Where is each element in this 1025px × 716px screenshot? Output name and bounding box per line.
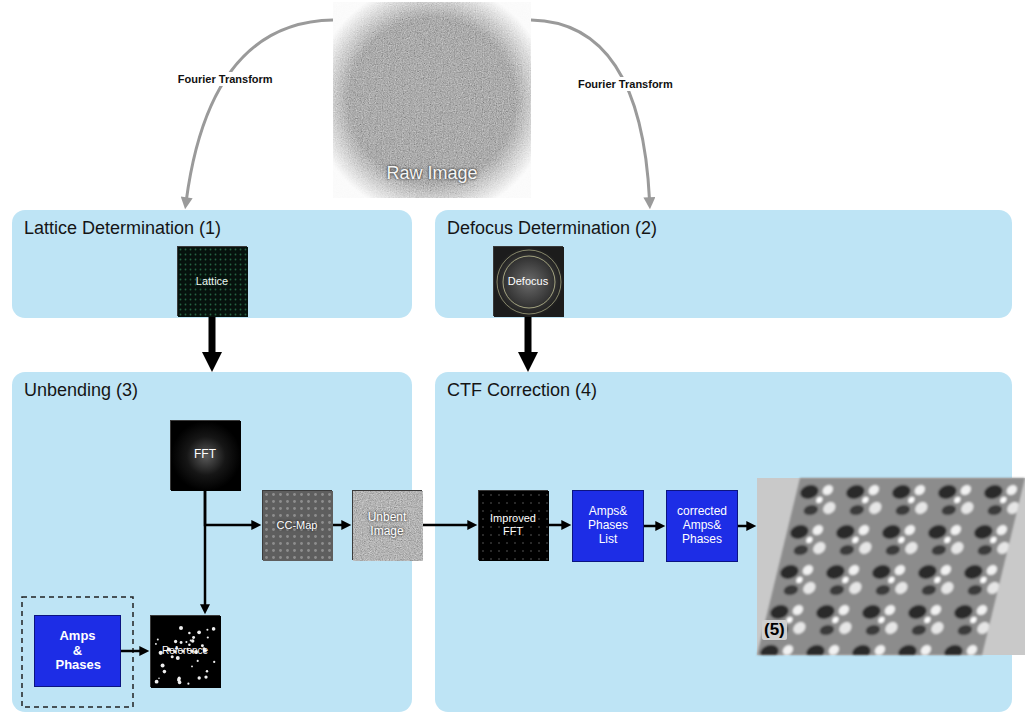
drawing-rect xyxy=(494,247,564,317)
output-image-map xyxy=(757,478,1025,655)
label-holder: (5) xyxy=(762,620,787,640)
drawing-circle xyxy=(185,641,187,643)
connector-arrow xyxy=(531,20,650,201)
connector-arrow xyxy=(332,524,344,527)
drawing-circle xyxy=(155,643,157,645)
drawing-circle xyxy=(176,656,180,660)
edge-label: Fourier Transform xyxy=(575,77,676,91)
connector-arrow xyxy=(422,524,470,527)
label-holder: Fourier Transform xyxy=(175,72,276,86)
label-holder: Fourier Transform xyxy=(575,77,676,91)
drawing-circle xyxy=(206,629,208,631)
edge-label: Fourier Transform xyxy=(175,72,276,86)
drawing-circle xyxy=(178,677,181,680)
box-label: Unbent Image xyxy=(357,511,417,539)
panel-title: CTF Correction (4) xyxy=(447,380,1000,402)
fft-image: FFT xyxy=(170,420,240,490)
drawing-rect xyxy=(178,247,248,317)
connector-arrow xyxy=(548,524,564,527)
box-label: Reference xyxy=(162,645,208,657)
step-panel: Defocus Determination (2) Defocus xyxy=(435,210,1012,318)
connector-arrow xyxy=(204,490,207,607)
drawing-circle xyxy=(204,675,207,678)
step-panel: Lattice Determination (1) Lattice xyxy=(12,210,412,318)
callout-number: (5) xyxy=(762,620,787,640)
drawing-circle xyxy=(187,683,189,685)
drawing-rect xyxy=(479,491,549,561)
drawing-circle xyxy=(197,660,199,662)
connector-arrow xyxy=(525,316,532,358)
panel-title: Lattice Determination (1) xyxy=(24,218,400,240)
data-box: Amps & Phases xyxy=(34,615,121,687)
drawing-circle xyxy=(503,256,555,308)
connector-arrow xyxy=(644,525,658,528)
drawing-rect xyxy=(263,491,333,561)
drawing-circle xyxy=(188,632,191,635)
drawing-circle xyxy=(155,680,159,684)
connector-arrow xyxy=(209,316,216,358)
data-box: corrected Amps& Phases xyxy=(666,490,738,562)
lattice-image: Lattice xyxy=(177,246,247,316)
connector-arrow xyxy=(186,20,333,201)
box-label: Raw Image xyxy=(386,163,477,184)
cc-map-image: CC-Map xyxy=(262,490,332,560)
drawing-circle xyxy=(180,641,183,644)
box-label: Amps & Phases xyxy=(56,629,100,674)
improved-fft-image: Improved FFT xyxy=(478,490,548,560)
drawing-rect xyxy=(171,421,241,491)
drawing-circle xyxy=(198,676,201,679)
defocus-image: Defocus xyxy=(493,246,563,316)
box-label: Lattice xyxy=(196,275,228,288)
drawing-circle xyxy=(179,626,183,630)
drawing-rect xyxy=(263,491,333,561)
drawing-circle xyxy=(157,639,159,641)
box-label: corrected Amps& Phases xyxy=(674,505,730,546)
box-label: Amps& Phases List xyxy=(580,505,636,546)
drawing-circle xyxy=(163,670,167,674)
output-arrow xyxy=(738,525,749,528)
drawing-circle xyxy=(206,670,208,672)
drawing-circle xyxy=(158,677,160,679)
drawing-circle xyxy=(191,665,193,667)
drawing-circle xyxy=(174,640,177,643)
drawing-rect xyxy=(333,2,531,198)
drawing-circle xyxy=(497,250,561,314)
box-label: CC-Map xyxy=(277,519,318,532)
drawing-circle xyxy=(197,630,201,634)
panel-title: Defocus Determination (2) xyxy=(447,218,1000,240)
drawing-circle xyxy=(213,661,215,663)
step-panel: CTF Correction (4) Improved FFT Amps& Phas… xyxy=(435,372,1012,712)
connector-arrow xyxy=(121,650,142,653)
data-box: Amps& Phases List xyxy=(572,490,644,562)
panel-title: Unbending (3) xyxy=(24,380,400,402)
drawing-rect xyxy=(353,491,423,561)
drawing-circle xyxy=(192,636,195,639)
drawing-circle xyxy=(207,636,209,638)
box-label: Defocus xyxy=(508,275,548,288)
output-image-ground xyxy=(757,478,1025,655)
drawing-circle xyxy=(191,639,194,642)
unbent-image: Unbent Image xyxy=(352,490,422,560)
drawing-rect xyxy=(333,2,531,198)
raw-image: Raw Image xyxy=(333,2,531,198)
drawing-rect xyxy=(178,247,248,317)
reference-image: Reference xyxy=(150,615,220,687)
drawing-rect xyxy=(479,491,549,561)
drawing-circle xyxy=(161,663,165,667)
drawing-rect xyxy=(151,616,221,688)
box-label: FFT xyxy=(194,448,216,462)
box-label: Improved FFT xyxy=(483,512,543,537)
drawing-circle xyxy=(212,627,216,631)
